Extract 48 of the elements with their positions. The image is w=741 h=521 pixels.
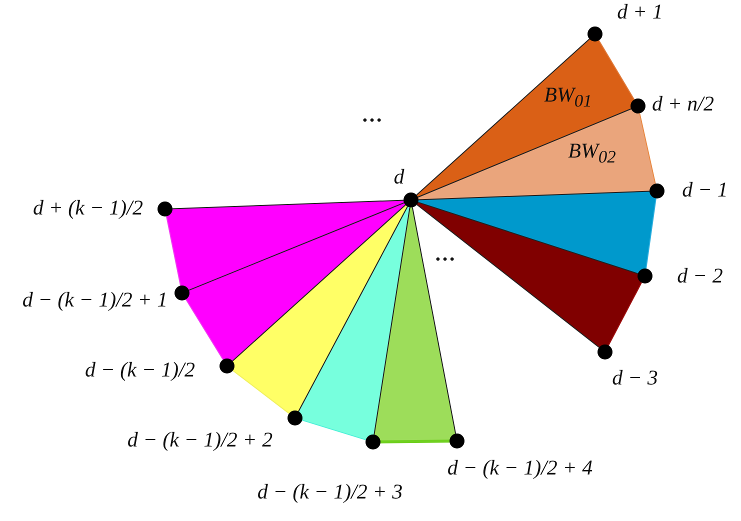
- edge-line: [232, 204, 406, 362]
- edge-line: [374, 206, 410, 436]
- ellipsis-label: …: [434, 242, 456, 266]
- vertex-dot: [174, 286, 190, 300]
- vertex-dot: [450, 434, 464, 448]
- vertex-dot: [366, 434, 380, 450]
- edge-line: [380, 440, 450, 444]
- vertex-dot: [638, 268, 652, 284]
- vertex-dot: [404, 192, 418, 208]
- vertex-label: d − 2: [677, 264, 723, 288]
- edge-line: [418, 190, 650, 200]
- edge-line: [417, 108, 632, 198]
- edge-line: [172, 200, 404, 210]
- edge-line: [639, 112, 656, 184]
- edge-line: [598, 40, 635, 100]
- vertex-label: d − 1: [682, 178, 728, 202]
- vertex-dot: [158, 202, 172, 216]
- vertex-dot: [288, 410, 302, 426]
- edge-line: [416, 38, 590, 196]
- vertex-dot: [588, 26, 602, 42]
- vertex-label: d − 3: [612, 366, 658, 390]
- vertex-dot: [630, 98, 646, 114]
- edge-line: [412, 206, 456, 434]
- vertex-label: d − (k − 1)/2 + 1: [22, 288, 168, 312]
- ellipsis-label: …: [362, 102, 382, 128]
- vertex-label: d + 1: [617, 0, 663, 24]
- region-label: BW$_{02}$: [568, 138, 616, 168]
- edge-line: [418, 202, 638, 274]
- edge-line: [166, 216, 181, 286]
- edge-line: [302, 420, 366, 440]
- vertex-label: d − (k − 1)/2 + 3: [257, 480, 403, 504]
- vertex-label: d + n/2: [652, 92, 714, 116]
- vertex-label: d − (k − 1)/2 + 2: [127, 428, 273, 452]
- vertex-dot: [220, 358, 234, 374]
- edge-line: [232, 370, 290, 414]
- vertex-dot: [598, 344, 612, 360]
- edge-line: [298, 206, 408, 412]
- vertex-label: d − (k − 1)/2: [85, 358, 195, 382]
- vertex-label: d: [394, 164, 404, 190]
- vertex-dot: [650, 184, 664, 198]
- region-label: BW$_{01}$: [544, 82, 592, 112]
- edge-line: [416, 204, 600, 348]
- vertex-label: d + (k − 1)/2: [33, 196, 143, 220]
- vertex-label: d − (k − 1)/2 + 4: [447, 456, 593, 480]
- edge-line: [188, 202, 405, 291]
- edge-line: [608, 282, 642, 346]
- edge-line: [185, 298, 224, 360]
- edge-line: [646, 198, 656, 270]
